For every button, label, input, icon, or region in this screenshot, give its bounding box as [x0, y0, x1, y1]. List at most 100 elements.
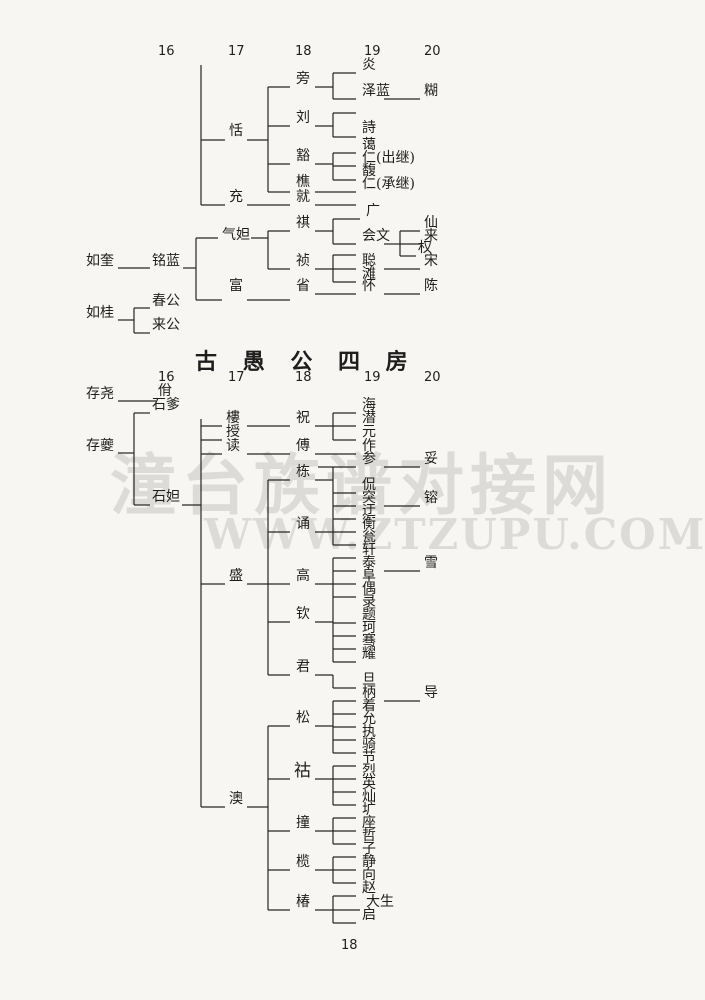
- person-name: 豁: [296, 148, 310, 164]
- person-name: 盛: [229, 568, 243, 584]
- person-name: 座: [362, 815, 376, 831]
- person-name: 泰: [362, 555, 376, 571]
- person-name: 衡: [362, 516, 376, 532]
- person-name: 作: [362, 438, 376, 454]
- person-name: 哲: [362, 828, 376, 844]
- person-name: 录: [362, 594, 376, 610]
- person-name: 气妲: [222, 227, 250, 243]
- person-name: 轩: [362, 542, 376, 558]
- person-name: 傅: [296, 438, 310, 454]
- person-name: 怀: [362, 278, 376, 294]
- person-name: 祜: [294, 761, 311, 781]
- person-name: 詩: [362, 120, 376, 136]
- person-name: 灿: [362, 789, 376, 805]
- person-name: 侃: [362, 477, 376, 493]
- person-name: 启: [362, 907, 376, 923]
- person-name: 来公: [152, 317, 180, 333]
- person-name: 旦: [362, 672, 376, 688]
- person-name: 樓: [226, 410, 240, 426]
- generation-header: 19: [364, 370, 381, 385]
- person-name: 迂: [362, 503, 376, 519]
- person-name: 诵: [296, 516, 310, 532]
- person-name: 宋: [424, 253, 438, 269]
- person-name: 澳: [229, 791, 243, 807]
- generation-header: 18: [295, 44, 312, 59]
- person-name: 充: [229, 189, 243, 205]
- person-name: 祯: [296, 253, 310, 269]
- person-name: 糊: [424, 83, 438, 99]
- page-number: 18: [341, 938, 358, 953]
- person-name: 海: [362, 397, 376, 413]
- person-name: 雪: [424, 555, 438, 571]
- person-name: 着: [362, 698, 376, 714]
- person-name: 子: [362, 841, 376, 857]
- person-name: 骞: [362, 633, 376, 649]
- person-name: 广: [366, 203, 380, 219]
- person-name: 泽蓝: [362, 83, 390, 99]
- person-name: 静: [362, 854, 376, 870]
- person-name: 铭蓝: [152, 253, 180, 269]
- person-name: 樵: [296, 174, 310, 190]
- person-name: 参: [362, 451, 376, 467]
- person-name: 题: [362, 607, 376, 623]
- person-name: 执: [362, 724, 376, 740]
- person-name: 就: [296, 189, 310, 205]
- person-name: 恬: [229, 123, 243, 139]
- generation-header: 17: [228, 44, 245, 59]
- person-name: 会文: [362, 228, 390, 244]
- person-name: 圹: [362, 802, 376, 818]
- person-name: 突: [362, 490, 376, 506]
- person-name: 佾: [158, 383, 172, 399]
- person-name: 赵: [362, 880, 376, 896]
- person-name: 祺: [296, 215, 310, 231]
- person-name: 榄: [296, 854, 310, 870]
- person-name: 蔼: [362, 137, 376, 153]
- person-name: 珂: [362, 620, 376, 636]
- person-name: 妥: [424, 451, 438, 467]
- person-name: 石妲: [152, 489, 180, 505]
- person-name: 来: [424, 228, 438, 244]
- person-name: 瓮: [362, 529, 376, 545]
- generation-header: 20: [424, 44, 441, 59]
- person-name: 刘: [296, 110, 310, 126]
- person-name: 骑: [362, 737, 376, 753]
- person-name: 祝: [296, 410, 310, 426]
- person-name: 省: [296, 278, 310, 294]
- person-name: 富: [229, 278, 243, 294]
- person-name: 如桂: [86, 305, 114, 321]
- person-name: 陈: [424, 278, 438, 294]
- person-name: 聪: [362, 253, 376, 269]
- person-name: 允: [362, 711, 376, 727]
- generation-header: 16: [158, 370, 175, 385]
- person-name: 权: [418, 240, 432, 256]
- person-name: 节: [362, 750, 376, 766]
- person-name: 仙: [424, 215, 438, 231]
- person-name: 耀: [362, 646, 376, 662]
- person-name: 英: [362, 776, 376, 792]
- generation-header: 18: [295, 370, 312, 385]
- person-name: 旁: [296, 71, 310, 87]
- section-title: 古 愚 公 四 房: [195, 349, 417, 375]
- generation-header: 16: [158, 44, 175, 59]
- person-name: 元: [362, 424, 376, 440]
- person-name: 春公: [152, 293, 180, 309]
- person-name: 柄: [362, 685, 376, 701]
- person-name: 存尧: [86, 386, 114, 402]
- person-name: 导: [424, 685, 438, 701]
- person-name: 高: [296, 568, 310, 584]
- person-name: 读: [226, 438, 240, 454]
- person-name: 松: [296, 710, 310, 726]
- person-name: 烈: [362, 763, 376, 779]
- person-name: 君: [296, 659, 310, 675]
- person-name: 钦: [296, 606, 310, 622]
- person-name: 撞: [296, 815, 310, 831]
- person-name: 栋: [296, 464, 310, 480]
- person-name: 镕: [424, 490, 438, 506]
- person-name: 椿: [296, 894, 310, 910]
- person-name: 如奎: [86, 253, 114, 269]
- person-name: 仁(出继): [362, 150, 415, 166]
- generation-header: 20: [424, 370, 441, 385]
- person-name: 炎: [362, 57, 376, 73]
